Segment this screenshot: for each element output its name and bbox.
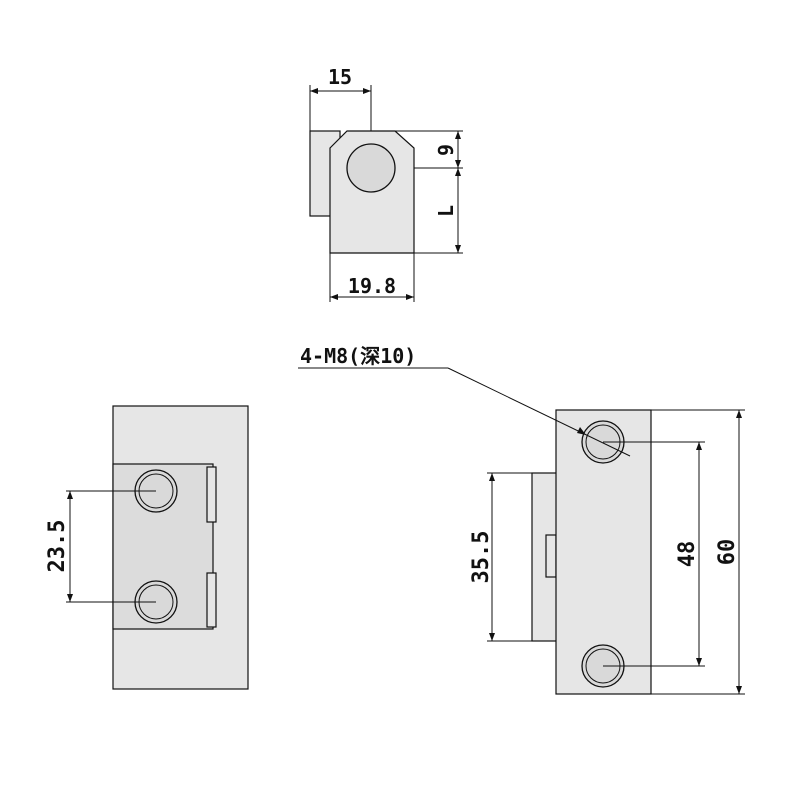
left-view: 23.5 <box>45 405 249 690</box>
dim-9-label: 9 <box>434 144 458 156</box>
dim-L-label: L <box>434 205 458 217</box>
dim-35-5-arrow-bottom <box>489 633 495 641</box>
dim-60-label: 60 <box>715 539 740 566</box>
dim-9-arrow-top <box>455 131 461 139</box>
dim-60-arrow-bottom <box>736 686 742 694</box>
dim-19-8-label: 19.8 <box>348 274 396 298</box>
callout-arrow <box>577 427 586 435</box>
dim-60-arrow-top <box>736 410 742 418</box>
dim-35-5-arrow-top <box>489 473 495 481</box>
dim-48-arrow-top <box>696 442 702 450</box>
dim-15-arrow-right <box>363 88 371 94</box>
left-view-slot-top <box>206 466 217 523</box>
dim-15-arrow-left <box>310 88 318 94</box>
dim-19-8-arrow-left <box>330 294 338 300</box>
dim-L-arrow-bottom <box>455 245 461 253</box>
dim-L-arrow-top <box>455 168 461 176</box>
top-view: 15 9 L 19.8 <box>309 65 463 302</box>
dim-23-5-arrow-top <box>67 491 73 499</box>
dim-9-arrow-bottom <box>455 160 461 168</box>
top-view-hole <box>346 143 396 193</box>
callout-label: 4-M8(深10) <box>300 344 416 368</box>
dim-19-8-arrow-right <box>406 294 414 300</box>
left-view-slot-bottom <box>206 572 217 628</box>
callout-leader <box>447 367 631 457</box>
dim-23-5-label: 23.5 <box>45 520 70 573</box>
dim-15-label: 15 <box>328 65 352 89</box>
dim-48-label: 48 <box>675 541 700 568</box>
dim-23-5-arrow-bottom <box>67 594 73 602</box>
right-view: 35.5 48 60 4-M8(深10) <box>298 344 745 695</box>
right-view-side-slot <box>545 534 557 578</box>
dim-48-arrow-bottom <box>696 658 702 666</box>
dim-35-5-label: 35.5 <box>469 531 494 584</box>
